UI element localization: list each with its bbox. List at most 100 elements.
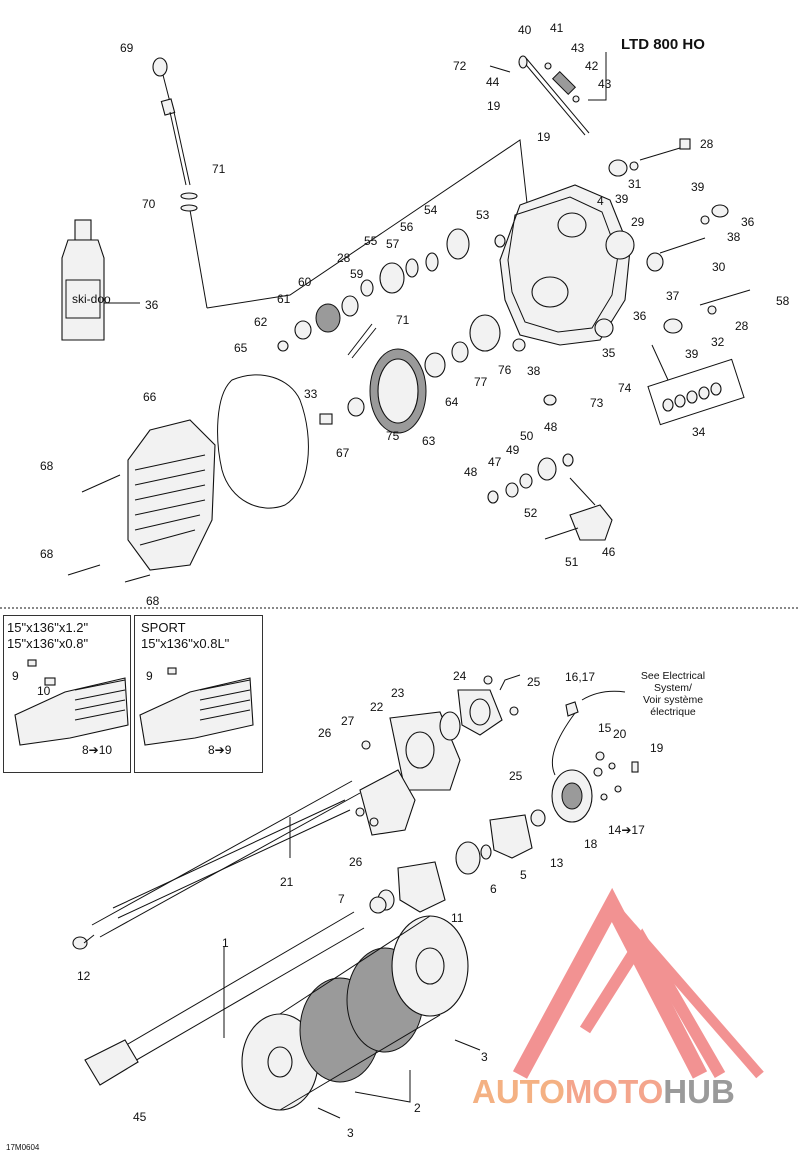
callout-75: 75	[386, 429, 400, 443]
callout-5: 5	[520, 868, 527, 882]
watermark-part-2: MOTO	[564, 1073, 664, 1110]
callout-73: 73	[590, 396, 604, 410]
callout-68: 68	[146, 594, 160, 608]
callout-15: 15	[598, 721, 612, 735]
track-illustration-left	[14, 659, 129, 746]
callout-59: 59	[350, 267, 364, 281]
callout-13: 13	[550, 856, 564, 870]
callout-37: 37	[666, 289, 680, 303]
callout-39: 39	[615, 192, 629, 206]
model-label: LTD 800 HO	[621, 36, 705, 53]
callout-47: 47	[488, 455, 502, 469]
callout-48: 48	[464, 465, 478, 479]
callout-43: 43	[571, 41, 585, 55]
callout-3: 3	[347, 1126, 354, 1140]
callout-76: 76	[498, 363, 512, 377]
callout-12: 12	[77, 969, 91, 983]
callout-9: 9	[146, 669, 153, 683]
callout-40: 40	[518, 23, 532, 37]
callout-16-17: 16,17	[565, 670, 595, 684]
callout-61: 61	[277, 292, 291, 306]
callout-28: 28	[700, 137, 714, 151]
callout-72: 72	[453, 59, 467, 73]
callout-35: 35	[602, 346, 616, 360]
callout-28: 28	[735, 319, 749, 333]
speed-sensor-parts	[377, 690, 639, 913]
callout-46: 46	[602, 545, 616, 559]
callout-49: 49	[506, 443, 520, 457]
callout-10: 10	[37, 684, 51, 698]
callout-69: 69	[120, 41, 134, 55]
callout-38: 38	[527, 364, 541, 378]
chaincase-housing-part	[499, 184, 635, 346]
callout-48: 48	[544, 420, 558, 434]
callout-64: 64	[445, 395, 459, 409]
panel-right-line-1: SPORT	[141, 620, 186, 635]
callout-43: 43	[598, 77, 612, 91]
automotohub-logo	[512, 887, 764, 1079]
shaft-assembly-top	[489, 55, 590, 136]
callout-39: 39	[685, 347, 699, 361]
tensioner-parts	[487, 453, 613, 541]
callout-2: 2	[414, 1101, 421, 1115]
panel-left-line-1: 15"x136"x1.2"	[7, 620, 89, 635]
callout-62: 62	[254, 315, 268, 329]
callout-34: 34	[692, 425, 706, 439]
callout-68: 68	[40, 459, 54, 473]
drive-axle-part	[84, 896, 387, 1086]
callout-38: 38	[727, 230, 741, 244]
electrical-note-line-3: Voir système	[642, 694, 704, 706]
callout-24: 24	[453, 669, 467, 683]
callout-22: 22	[370, 700, 384, 714]
panel-left-line-2: 15"x136"x0.8"	[7, 636, 89, 651]
watermark-part-1: AUTO	[472, 1073, 565, 1110]
callout-77: 77	[474, 375, 488, 389]
callout-52: 52	[524, 506, 538, 520]
oil-bottle-part: ski-doo	[61, 219, 111, 341]
drive-shaft-part	[72, 780, 361, 950]
electrical-note-line-2: System/	[654, 682, 692, 694]
callout-28: 28	[337, 251, 351, 265]
callout-3: 3	[481, 1050, 488, 1064]
callout-63: 63	[422, 434, 436, 448]
svg-text:ski-doo: ski-doo	[72, 292, 111, 306]
watermark-part-3: HUB	[663, 1073, 735, 1110]
callout-60: 60	[298, 275, 312, 289]
callout-70: 70	[142, 197, 156, 211]
callout-36: 36	[633, 309, 647, 323]
callout-68: 68	[40, 547, 54, 561]
callout-36: 36	[741, 215, 755, 229]
callout-19: 19	[537, 130, 551, 144]
track-variant-panel-left	[3, 615, 131, 773]
callout-6: 6	[490, 882, 497, 896]
callout-29: 29	[631, 215, 645, 229]
callout-74: 74	[618, 381, 632, 395]
callout-18: 18	[584, 837, 598, 851]
callout-8-9: 8➔9	[208, 743, 232, 757]
callout-7: 7	[338, 892, 345, 906]
callout-30: 30	[712, 260, 726, 274]
chaincase-cover-part	[67, 419, 216, 583]
electrical-note: See Electrical System/ Voir système élec…	[618, 670, 728, 718]
callout-71: 71	[396, 313, 410, 327]
drive-sprockets-part	[241, 915, 469, 1111]
callout-19: 19	[650, 741, 664, 755]
callout-21: 21	[280, 875, 294, 889]
callout-32: 32	[711, 335, 725, 349]
callout-42: 42	[585, 59, 599, 73]
track-variant-panel-right	[134, 615, 263, 773]
leader-line	[189, 209, 208, 309]
callout-57: 57	[386, 237, 400, 251]
gear-train-parts	[277, 228, 557, 434]
callout-27: 27	[341, 714, 355, 728]
gasket-part	[217, 374, 309, 509]
callout-26: 26	[349, 855, 363, 869]
watermark-text: AUTOMOTOHUB	[472, 1073, 735, 1111]
callout-45: 45	[133, 1110, 147, 1124]
callout-51: 51	[565, 555, 579, 569]
callout-8-10: 8➔10	[82, 743, 112, 757]
panel-right-line-2: 15"x136"x0.8L"	[141, 636, 230, 651]
callout-19: 19	[487, 99, 501, 113]
